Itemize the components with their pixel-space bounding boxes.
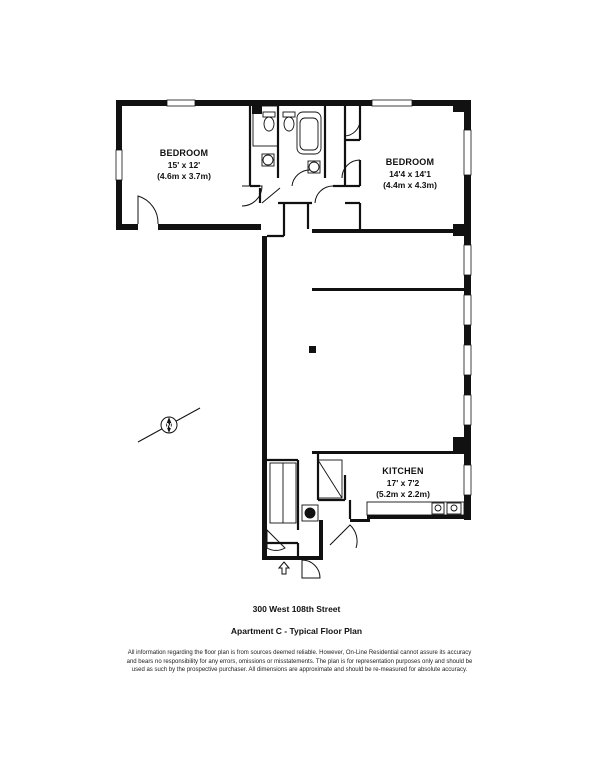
entry-arrow-icon (278, 561, 290, 575)
bedroom2-dim-metric: (4.4m x 4.3m) (383, 180, 437, 190)
kitchen-dim-imperial: 17' x 7'2 (386, 478, 420, 488)
bedroom1-dim-metric: (4.6m x 3.7m) (157, 171, 211, 181)
disclaimer-line-1: All information regarding the floor plan… (127, 650, 472, 656)
kitchen-label: KITCHEN (382, 466, 424, 476)
bedroom1-dim-imperial: 15' x 12' (167, 160, 201, 170)
doors (137, 119, 361, 579)
plan-subtitle: Apartment C - Typical Floor Plan (230, 626, 363, 636)
windows (115, 99, 472, 496)
kitchen-dim-metric: (5.2m x 2.2m) (376, 489, 430, 499)
svg-text:N: N (166, 423, 171, 430)
disclaimer-line-3: used as such by the prospective purchase… (131, 667, 468, 674)
address-title: 300 West 108th Street (252, 604, 341, 614)
bedroom1-label: BEDROOM (159, 148, 209, 158)
kitchen-fixtures (269, 459, 465, 524)
bedroom2-dim-imperial: 14'4 x 14'1 (389, 169, 431, 179)
bedroom2-label: BEDROOM (385, 157, 435, 167)
compass-icon: N (137, 407, 201, 443)
disclaimer-line-2: and bears no responsibility for any erro… (126, 658, 473, 665)
bath-fixtures (252, 105, 322, 174)
